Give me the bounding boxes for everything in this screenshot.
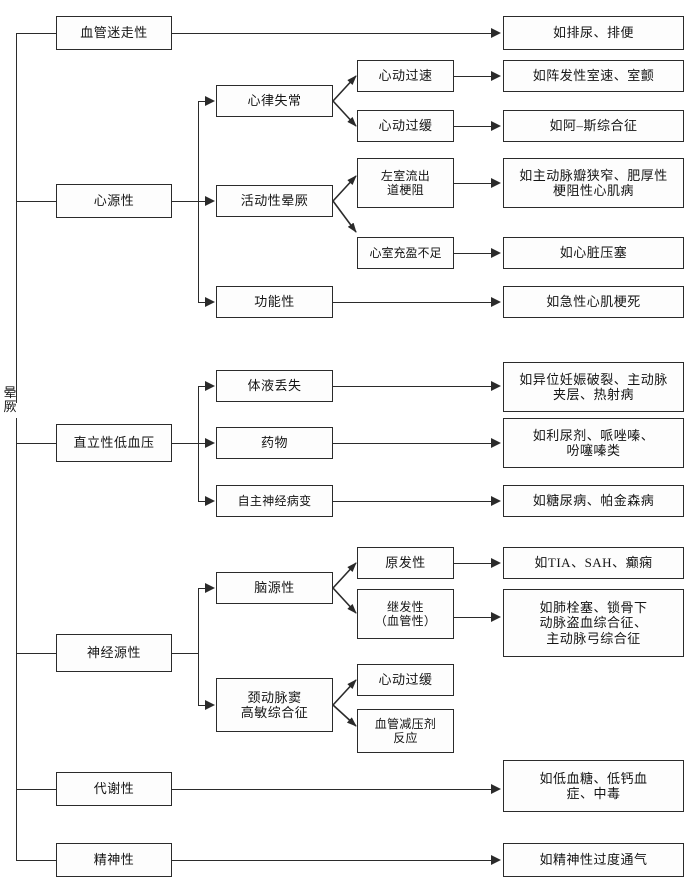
- neurogenic-to-cerebral: [198, 588, 206, 589]
- link-vasovagal-example: [172, 33, 492, 34]
- arrow-to-fluid-loss: [205, 381, 215, 391]
- node-autonomic-neuropathy[interactable]: 自主神经病变: [216, 485, 333, 517]
- link-filling-example: [454, 253, 492, 254]
- example-drugs[interactable]: 如利尿剂、哌唑嗪、 吩噻嗪类: [503, 418, 684, 468]
- example-bradycardia[interactable]: 如阿–斯综合征: [503, 110, 684, 142]
- example-primary[interactable]: 如TIA、SAH、癫痫: [503, 547, 684, 579]
- arrow-bradycardia-example: [491, 121, 501, 131]
- arrow-autonomic-example: [491, 496, 501, 506]
- arrow-to-functional: [205, 297, 215, 307]
- root-stub-cardiogenic: [16, 201, 56, 202]
- node-drugs[interactable]: 药物: [216, 427, 333, 459]
- link-psychogenic-example: [172, 860, 492, 861]
- node-tachycardia[interactable]: 心动过速: [357, 60, 454, 92]
- cardiogenic-out-line: [172, 201, 198, 202]
- link-drugs-example: [333, 443, 492, 444]
- orthostatic-out-line: [172, 443, 198, 444]
- root-trunk-upper: [16, 33, 17, 403]
- arrow-drugs-example: [491, 438, 501, 448]
- node-exertional[interactable]: 活动性晕厥: [216, 185, 333, 217]
- node-secondary-vascular[interactable]: 继发性 （血管性）: [357, 589, 454, 639]
- link-tachycardia-example: [454, 76, 492, 77]
- arrow-functional-example: [491, 297, 501, 307]
- example-tachycardia[interactable]: 如阵发性室速、室颤: [503, 60, 684, 92]
- arrow-to-arrhythmia: [205, 96, 215, 106]
- link-fluid-example: [333, 386, 492, 387]
- root-label: 晕厥: [3, 385, 17, 414]
- example-vasovagal[interactable]: 如排尿、排便: [503, 16, 684, 50]
- root-trunk-lower: [16, 418, 17, 860]
- node-psychogenic[interactable]: 精神性: [56, 843, 172, 877]
- node-vasovagal[interactable]: 血管迷走性: [56, 16, 172, 50]
- link-functional-example: [333, 302, 492, 303]
- link-autonomic-example: [333, 501, 492, 502]
- root-stub-metabolic: [16, 789, 56, 790]
- neurogenic-bus: [198, 588, 199, 705]
- root-stub-vasovagal: [16, 33, 56, 34]
- arrow-to-drugs: [205, 438, 215, 448]
- arrow-primary-example: [491, 558, 501, 568]
- cardiogenic-to-exertional: [198, 201, 206, 202]
- node-cardiogenic[interactable]: 心源性: [56, 184, 172, 218]
- arrow-to-cerebral: [205, 583, 215, 593]
- arrow-to-exertional: [205, 196, 215, 206]
- orthostatic-to-autonomic: [198, 501, 206, 502]
- link-primary-example: [454, 563, 492, 564]
- link-lvot-example: [454, 183, 492, 184]
- arrow-to-autonomic: [205, 496, 215, 506]
- link-secondary-example: [454, 617, 492, 618]
- example-functional[interactable]: 如急性心肌梗死: [503, 286, 684, 318]
- example-autonomic[interactable]: 如糖尿病、帕金森病: [503, 485, 684, 517]
- node-ventricular-filling[interactable]: 心室充盈不足: [357, 237, 454, 269]
- node-primary[interactable]: 原发性: [357, 547, 454, 579]
- arrow-secondary-example: [491, 612, 501, 622]
- root-stub-orthostatic: [16, 443, 56, 444]
- node-neurogenic[interactable]: 神经源性: [56, 634, 172, 672]
- node-vasodepressor-response[interactable]: 血管减压剂 反应: [357, 709, 454, 753]
- arrow-metabolic-example: [491, 784, 501, 794]
- root-stub-psychogenic: [16, 860, 56, 861]
- node-orthostatic[interactable]: 直立性低血压: [56, 424, 172, 462]
- arrow-lvot-example: [491, 178, 501, 188]
- node-bradycardia[interactable]: 心动过缓: [357, 110, 454, 142]
- root-stub-neurogenic: [16, 653, 56, 654]
- arrow-vasovagal-example: [491, 28, 501, 38]
- node-cs-bradycardia[interactable]: 心动过缓: [357, 664, 454, 696]
- cardiogenic-to-functional: [198, 302, 206, 303]
- link-bradycardia-example: [454, 126, 492, 127]
- node-carotid-sinus[interactable]: 颈动脉窦 高敏综合征: [216, 678, 333, 732]
- neurogenic-to-carotid: [198, 705, 206, 706]
- link-metabolic-example: [172, 789, 492, 790]
- node-functional[interactable]: 功能性: [216, 286, 333, 318]
- orthostatic-to-fluid: [198, 386, 206, 387]
- arrow-fluid-example: [491, 381, 501, 391]
- arrow-tachycardia-example: [491, 71, 501, 81]
- arrow-to-carotid-sinus: [205, 700, 215, 710]
- orthostatic-to-drugs: [198, 443, 206, 444]
- arrow-psychogenic-example: [491, 855, 501, 865]
- example-psychogenic[interactable]: 如精神性过度通气: [503, 843, 684, 877]
- example-fluid-loss[interactable]: 如异位妊娠破裂、主动脉 夹层、热射病: [503, 362, 684, 412]
- node-fluid-loss[interactable]: 体液丢失: [216, 370, 333, 402]
- node-metabolic[interactable]: 代谢性: [56, 772, 172, 806]
- example-secondary[interactable]: 如肺栓塞、锁骨下 动脉盗血综合征、 主动脉弓综合征: [503, 589, 684, 657]
- node-lvot-obstruction[interactable]: 左室流出 道梗阻: [357, 158, 454, 208]
- example-metabolic[interactable]: 如低血糖、低钙血 症、中毒: [503, 760, 684, 812]
- example-filling[interactable]: 如心脏压塞: [503, 237, 684, 269]
- neurogenic-out-line: [172, 653, 198, 654]
- node-arrhythmia[interactable]: 心律失常: [216, 85, 333, 117]
- node-cerebral[interactable]: 脑源性: [216, 572, 333, 604]
- arrow-filling-example: [491, 248, 501, 258]
- cardiogenic-to-arrhythmia: [198, 101, 206, 102]
- example-lvot[interactable]: 如主动脉瓣狭窄、肥厚性 梗阻性心肌病: [503, 158, 684, 208]
